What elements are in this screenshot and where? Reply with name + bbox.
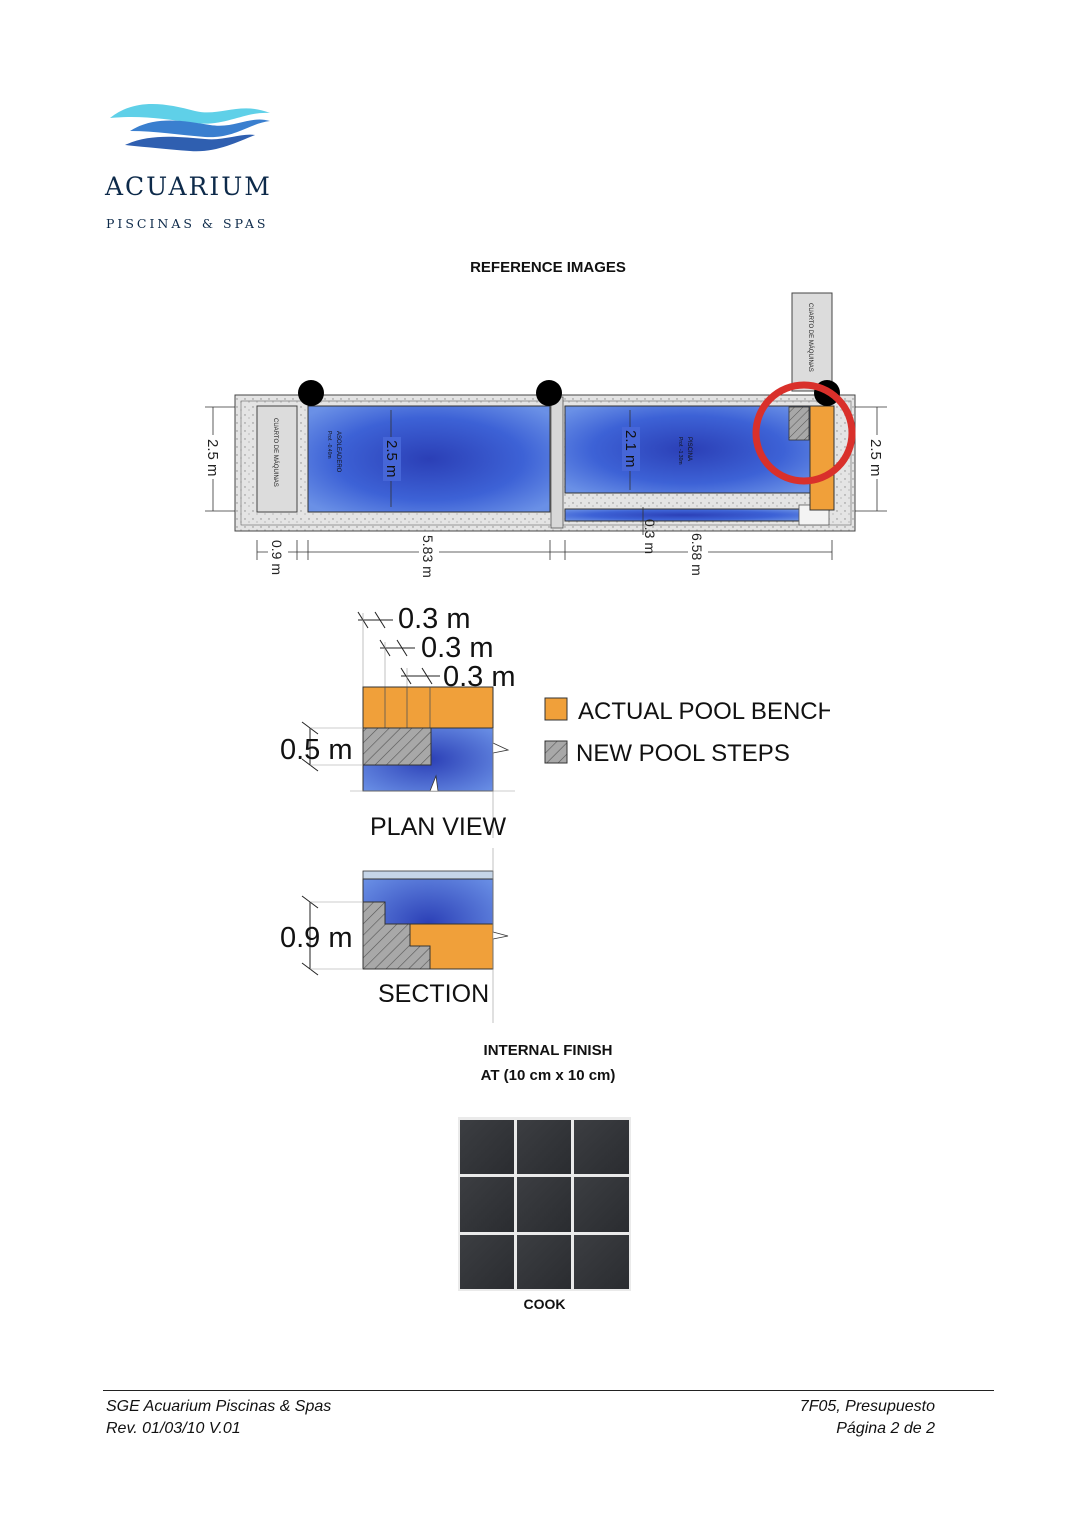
pool-channel: [564, 508, 802, 522]
section-heading-reference: REFERENCE IMAGES: [470, 259, 626, 276]
new-steps-plan: [788, 406, 810, 441]
post-1: [298, 380, 324, 406]
footer-doc-code: 7F05, Presupuesto: [799, 1398, 935, 1415]
pool-bench: [809, 405, 835, 511]
legend-steps-label: NEW POOL STEPS: [576, 740, 790, 767]
step-detail-drawing: 0.3 m 0.3 m 0.3 m 0.5 m PLAN VIEW 0.9 m …: [280, 603, 830, 1023]
step-dim-1: 0.3 m: [398, 603, 471, 635]
pool-right-label: PISCINA: [686, 437, 692, 461]
waves-logo-icon: [110, 103, 270, 152]
plan-view-label: PLAN VIEW: [370, 813, 507, 841]
logo-tagline: PISCINAS & SPAS: [106, 216, 269, 231]
footer-rule: [103, 1390, 994, 1391]
pool-asoleadero: [307, 405, 551, 513]
highlight-circle: [752, 381, 856, 485]
plan-steps: [362, 727, 432, 766]
tile-size-heading: AT (10 cm x 10 cm): [480, 1067, 616, 1084]
legend-bench-label: ACTUAL POOL BENCH: [578, 698, 830, 725]
footer-page: Página 2 de 2: [836, 1420, 935, 1437]
legend-steps-swatch: [544, 740, 568, 764]
company-logo: ACUARIUM PISCINAS & SPAS: [100, 88, 280, 238]
legend-bench-swatch: [544, 697, 568, 721]
section-steps: [362, 901, 431, 970]
dim-left-height: 2.5 m: [204, 439, 221, 477]
logo-name: ACUARIUM: [105, 172, 272, 201]
plan-bench: [362, 686, 494, 729]
step-dim-2: 0.3 m: [421, 632, 494, 664]
section-height-dim: 0.9 m: [280, 922, 353, 954]
machine-room-top-label: CUARTO DE MÁQUINAS: [807, 303, 814, 372]
dim-pool1-width: 5.83 m: [420, 535, 436, 578]
dim-pool1-height: 2.5 m: [383, 440, 400, 478]
section-label: SECTION: [378, 980, 489, 1008]
tile-sample-image: [458, 1117, 631, 1291]
machine-room-top: [791, 292, 833, 392]
footer-company: SGE Acuarium Piscinas & Spas: [106, 1398, 332, 1415]
dim-right-height: 2.5 m: [867, 439, 884, 477]
pool-left-label: ASOLEADERO: [335, 431, 341, 473]
plan-depth-dim: 0.5 m: [280, 734, 353, 766]
machine-room-left: [256, 405, 298, 513]
footer-revision: Rev. 01/03/10 V.01: [106, 1420, 241, 1437]
post-2: [536, 380, 562, 406]
pool-left-depth: Prof. -0.40m: [326, 431, 332, 459]
pool-right-depth: Prof. -1.30m: [677, 437, 683, 465]
dim-pool2-width: 6.58 m: [689, 533, 705, 576]
dim-channel-width: 0.3 m: [642, 519, 658, 554]
pool-piscina: [564, 405, 812, 494]
pool-plan-drawing: CUARTO DE MÁQUINAS CUARTO DE MÁQUINAS AS…: [203, 292, 887, 580]
section-heading-finish: INTERNAL FINISH: [483, 1042, 613, 1059]
dim-pool2-height: 2.1 m: [622, 430, 639, 468]
tile-caption: COOK: [523, 1296, 566, 1312]
machine-room-left-label: CUARTO DE MÁQUINAS: [272, 418, 279, 487]
dim-room-width: 0.9 m: [269, 540, 285, 575]
